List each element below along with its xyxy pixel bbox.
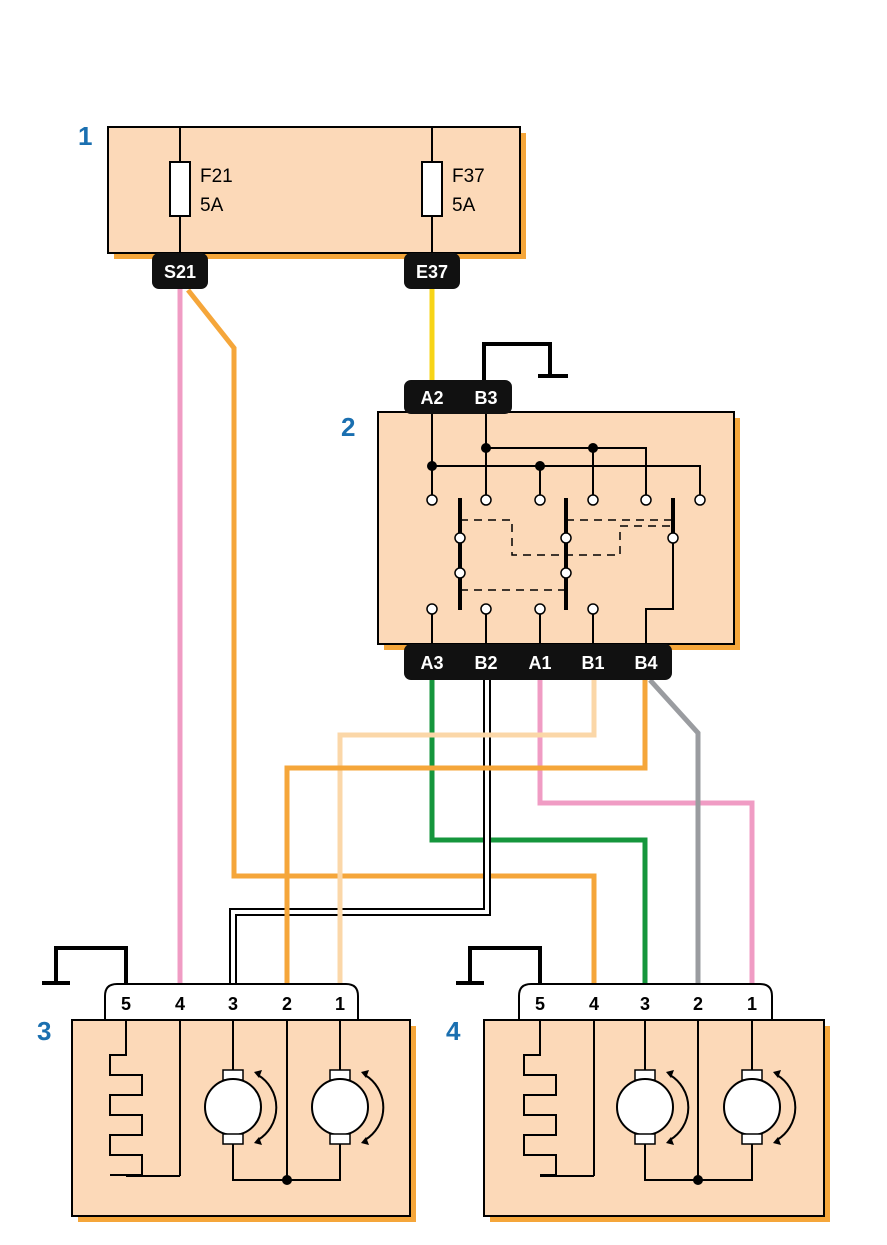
- wire-pink-a1-m4-pin1: [537, 680, 755, 985]
- fuse-f21-name: F21: [200, 166, 233, 187]
- wire-tan-b1-m3-pin1: [337, 680, 597, 985]
- fuse-box: 1 F21 5A F37 5A S21 E37: [78, 121, 526, 289]
- wires: [177, 288, 755, 985]
- motor-right-b-icon: [723, 1078, 781, 1136]
- fuse-f21-rating: 5A: [200, 195, 224, 216]
- motor-left-heater-icon: [109, 1020, 143, 1176]
- fuse-f37-symbol: [421, 161, 443, 217]
- fuse-f21-symbol: [169, 161, 191, 217]
- motor-right-ground-icon: [468, 946, 542, 985]
- m3-pin5-label: 5: [121, 994, 131, 1014]
- m4-pin3-label: 3: [640, 994, 650, 1014]
- motor-unit-right: 4 5 4 3 2 1: [446, 946, 830, 1222]
- connector-s21: [152, 253, 208, 289]
- motor-right-a-icon: [616, 1078, 674, 1136]
- m4-pin2-label: 2: [693, 994, 703, 1014]
- pin-b2-label: B2: [474, 653, 497, 673]
- m3-pin2-label: 2: [282, 994, 292, 1014]
- m4-pin5-label: 5: [535, 994, 545, 1014]
- wire-orange-b4-m3-pin2: [284, 680, 648, 985]
- switch-top-connector: [404, 380, 512, 414]
- fuse-f37-rating: 5A: [452, 195, 476, 216]
- connector-e37-label: E37: [416, 262, 448, 282]
- motor-left-b-icon: [311, 1078, 369, 1136]
- switch-ground-icon: [482, 342, 552, 382]
- motor-left-number: 3: [37, 1016, 51, 1046]
- m3-pin4-label: 4: [175, 994, 185, 1014]
- pin-b3-label: B3: [474, 388, 497, 408]
- m4-pin1-label: 1: [747, 994, 757, 1014]
- motor-left-a-icon: [204, 1078, 262, 1136]
- wire-green-a3-m4-pin3: [429, 680, 648, 985]
- pin-a3-label: A3: [420, 653, 443, 673]
- pin-b1-label: B1: [581, 653, 604, 673]
- m3-pin1-label: 1: [335, 994, 345, 1014]
- pin-a1-label: A1: [528, 653, 551, 673]
- wire-orange-s21-m4-pin4: [186, 288, 597, 985]
- motor-left-pin-header: [104, 983, 359, 1021]
- wire-white-b2-m3-pin3: [231, 680, 489, 985]
- switch-bottom-connector: [404, 644, 672, 680]
- fusebox-number: 1: [78, 121, 92, 151]
- motor-right-heater-icon: [523, 1020, 557, 1176]
- motor-unit-left: 3 5 4 3 2 1: [37, 946, 416, 1222]
- motor-right-pin-header: [518, 983, 773, 1021]
- pin-b4-label: B4: [634, 653, 657, 673]
- connector-s21-label: S21: [164, 262, 196, 282]
- motor-left-ground-icon: [54, 946, 128, 985]
- switch-number: 2: [341, 412, 355, 442]
- fuse-f37-name: F37: [452, 166, 485, 187]
- wire-grey-b4-m4-pin2: [648, 678, 701, 985]
- m4-pin4-label: 4: [589, 994, 599, 1014]
- connector-e37: [404, 253, 460, 289]
- wire-white-b2-m3-pin3-outline: [229, 680, 491, 985]
- switch-unit: 2 A2 B3: [341, 342, 740, 680]
- motor-right-number: 4: [446, 1016, 461, 1046]
- pin-a2-label: A2: [420, 388, 443, 408]
- m3-pin3-label: 3: [228, 994, 238, 1014]
